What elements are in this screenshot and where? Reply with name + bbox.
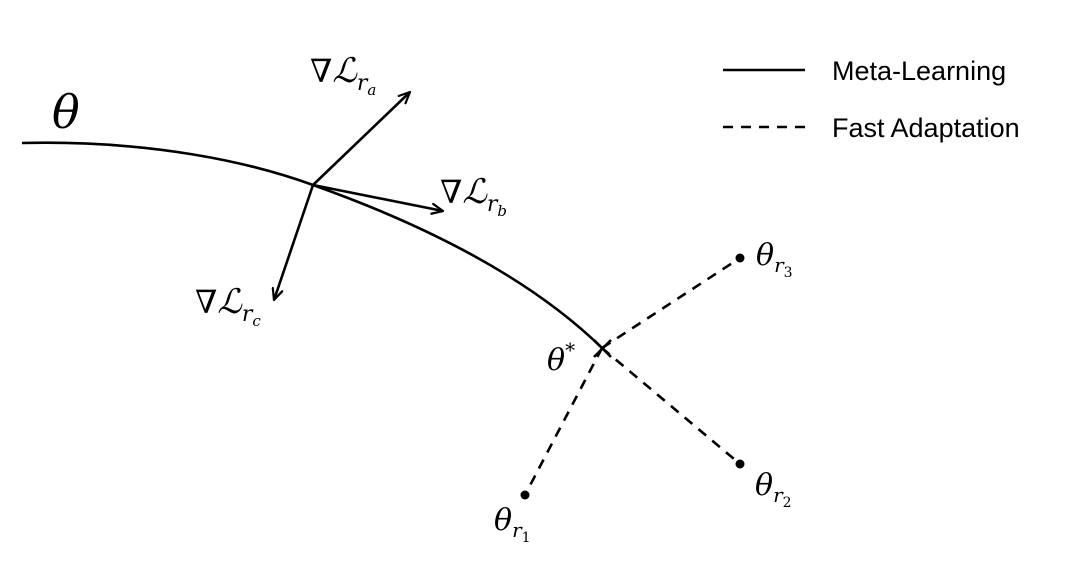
grad-label-b: ∇ℒrb (440, 172, 507, 220)
legend-dashed-label: Fast Adaptation (832, 113, 1020, 143)
theta-star-label: θ* (547, 338, 575, 378)
theta-label: θ (52, 85, 80, 139)
theta-r3-point (735, 253, 745, 263)
gradient-arrow-a (312, 92, 410, 186)
adaptation-line-r2 (601, 347, 741, 465)
gradient-arrow-c (274, 184, 315, 300)
theta-star-marker (593, 339, 612, 358)
legend: Meta-Learning Fast Adaptation (723, 56, 1020, 143)
grad-label-c: ∇ℒrc (195, 282, 261, 330)
grad-label-a: ∇ℒra (310, 51, 376, 99)
gradient-arrow-b (312, 183, 443, 211)
legend-solid-label: Meta-Learning (832, 56, 1006, 86)
theta-r3-label: θr3 (756, 238, 793, 281)
theta-r1-point (520, 490, 530, 500)
theta-r2-point (735, 459, 745, 469)
adaptation-line-r1 (523, 347, 604, 496)
meta-learning-path (21, 141, 603, 349)
theta-r2-label: θr2 (755, 468, 792, 511)
adaptation-line-r3 (601, 256, 741, 350)
theta-r1-label: θr1 (494, 503, 531, 546)
